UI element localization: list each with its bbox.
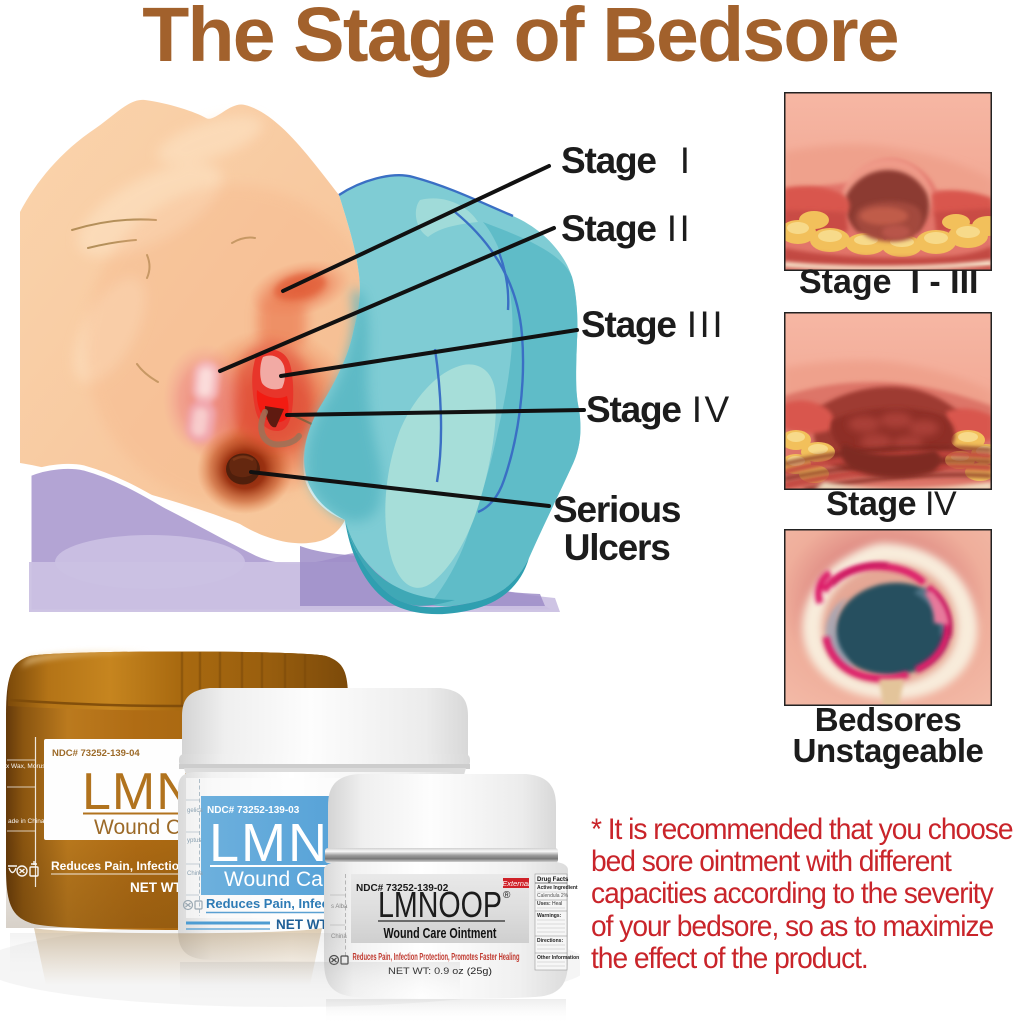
svg-text:NDC# 73252-139-03: NDC# 73252-139-03 [207,805,300,816]
svg-text:Wound Care Ointment: Wound Care Ointment [384,925,497,942]
svg-text:yptus: yptus [187,838,201,844]
svg-text:China: China [187,871,203,877]
svg-text:ade in China: ade in China [8,818,45,825]
svg-text:Reduces Pain, Infection Protec: Reduces Pain, Infection Protection, Prom… [353,952,520,963]
svg-text:x Wax, Morus: x Wax, Morus [6,763,46,770]
svg-text:Warnings:: Warnings: [537,913,562,919]
svg-text:Other Information: Other Information [537,955,579,961]
svg-text:NDC# 73252-139-04: NDC# 73252-139-04 [52,748,140,759]
svg-text:NDC# 73252-139-02: NDC# 73252-139-02 [356,883,449,894]
svg-text:External: External [502,879,530,888]
svg-text:gelica: gelica [187,808,203,814]
svg-text:Directions:: Directions: [537,938,563,944]
svg-text:LMNOOP: LMNOOP [378,884,502,925]
svg-text:Uses: Heal: Uses: Heal [537,901,562,907]
svg-text:Wound Care: Wound Care [224,868,342,891]
svg-text:Drug Facts: Drug Facts [537,877,569,883]
svg-text:Active Ingredient: Active Ingredient [537,885,578,891]
svg-text:®: ® [503,890,511,901]
svg-text:Calendula 2%: Calendula 2% [537,893,569,899]
svg-text:s Alba: s Alba [331,904,348,910]
